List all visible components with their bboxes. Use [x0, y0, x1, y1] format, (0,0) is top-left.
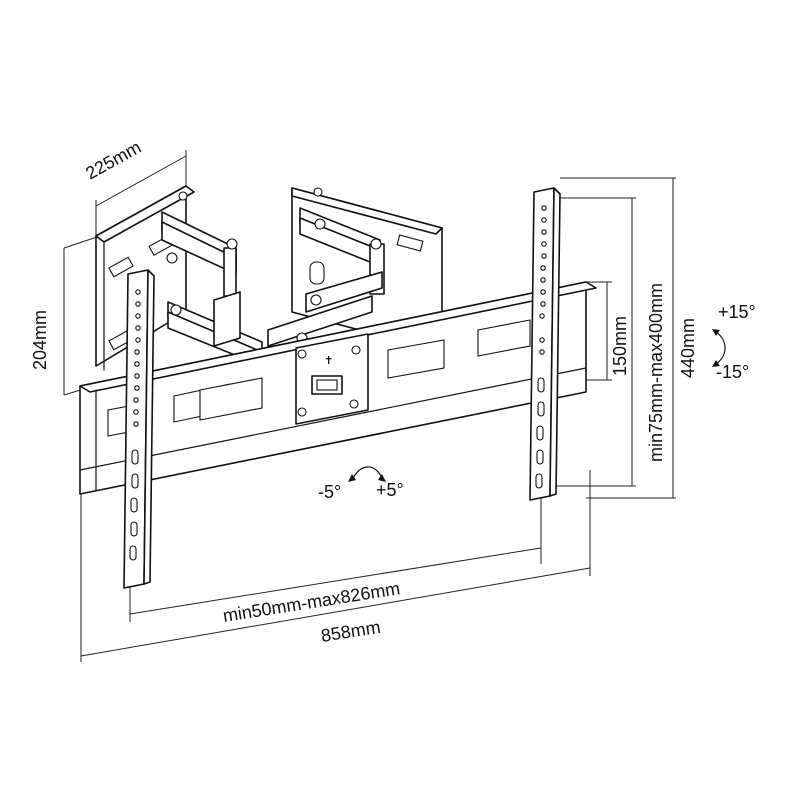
wall-plate-height-label: 204mm — [30, 310, 50, 370]
depth-label: 225mm — [82, 137, 144, 184]
tilt-down-label: -15° — [716, 362, 749, 382]
svg-text:✝: ✝ — [324, 355, 333, 367]
tilt-up-label: +15° — [718, 302, 756, 322]
vesa-vertical-label: min75mm-max400mm — [646, 283, 666, 462]
swivel-left-label: -5° — [318, 482, 341, 502]
swivel-arrow-icon — [348, 466, 386, 482]
horizontal-tv-bracket: ✝ — [79, 281, 597, 495]
right-articulating-arm — [267, 207, 385, 347]
bracket-150-label: 150mm — [610, 316, 630, 376]
right-arm-holes — [535, 205, 547, 489]
height-440-label: 440mm — [678, 318, 698, 378]
left-arm-holes — [129, 289, 141, 561]
left-vertical-tv-arm — [123, 269, 155, 589]
tilt-arrow-icon — [712, 329, 726, 367]
right-vertical-tv-arm — [529, 187, 561, 501]
width-858-label: 858mm — [319, 617, 381, 646]
left-articulating-arm — [161, 211, 263, 367]
dimension-lines — [63, 150, 676, 662]
swivel-right-label: +5° — [376, 480, 404, 500]
